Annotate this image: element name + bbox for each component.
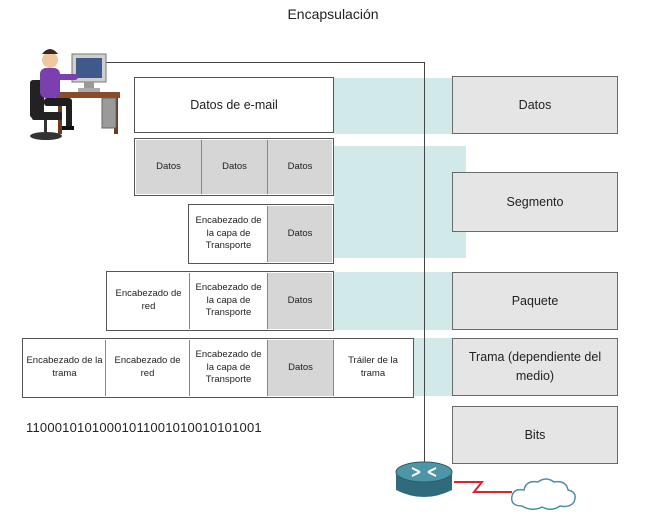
packet-data-cell: Datos (268, 273, 332, 329)
serial-link-icon (454, 481, 512, 493)
network-header-cell: Encabezado de red (108, 273, 190, 329)
router-icon (395, 461, 453, 497)
cloud-icon (510, 478, 576, 510)
connection-line-top (88, 62, 425, 63)
frame-trailer-cell: Tráiler de la trama (334, 340, 412, 396)
pdu-label-datos: Datos (452, 76, 618, 134)
pdu-label-bits: Bits (452, 406, 618, 464)
data-segment-2: Datos (202, 140, 268, 194)
frame-transport-header-cell: Encabezado de la capa de Transporte (190, 340, 268, 396)
data-segment-1: Datos (136, 140, 202, 194)
frame-network-header-cell: Encabezado de red (106, 340, 190, 396)
band-segmento (334, 146, 466, 258)
pdu-label-segmento: Segmento (452, 172, 618, 232)
transport-data-cell: Datos (268, 206, 332, 262)
frame-header-cell: Encabezado de la trama (24, 340, 106, 396)
band-trama (414, 338, 452, 396)
connection-line-vertical (424, 62, 425, 462)
bits-stream: 11000101010001011001010010101001 (26, 420, 262, 435)
pdu-label-paquete: Paquete (452, 272, 618, 330)
band-paquete (334, 272, 452, 330)
computer-user-icon (30, 49, 120, 140)
band-datos (334, 78, 452, 134)
diagram-title: Encapsulación (287, 6, 379, 22)
packet-transport-header-cell: Encabezado de la capa de Transporte (190, 273, 268, 329)
transport-header-cell: Encabezado de la capa de Transporte (190, 206, 268, 262)
data-segment-3: Datos (268, 140, 332, 194)
pdu-label-trama: Trama (dependiente del medio) (452, 338, 618, 396)
email-data-box: Datos de e-mail (134, 77, 334, 133)
frame-data-cell: Datos (268, 340, 334, 396)
